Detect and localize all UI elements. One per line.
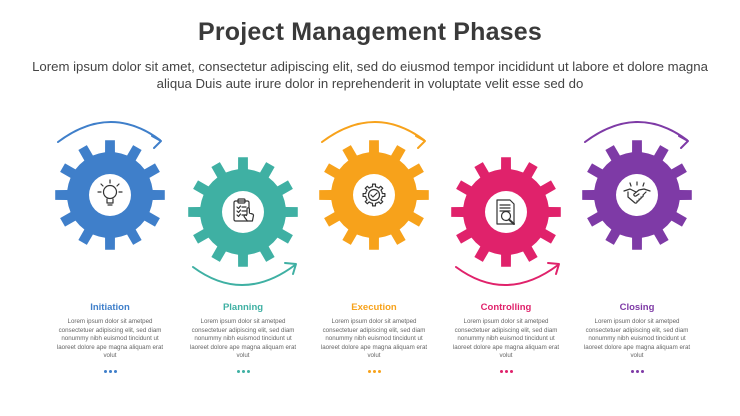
dots-closing — [582, 366, 692, 376]
phase-label-execution: Execution — [351, 302, 397, 313]
gear-check-icon — [362, 183, 386, 207]
phase-label-closing: Closing — [619, 302, 655, 313]
clipboard-checklist-icon — [233, 198, 255, 222]
page-subtitle: Lorem ipsum dolor sit amet, consectetur … — [32, 59, 708, 91]
dots-initiation — [55, 366, 165, 376]
page-title: Project Management Phases — [197, 18, 542, 46]
phase-label-controlling: Controlling — [480, 302, 532, 313]
handshake-icon — [623, 181, 651, 204]
dots-controlling — [451, 366, 561, 376]
flow-arrow-closing — [584, 121, 689, 149]
phase-label-initiation: Initiation — [90, 302, 130, 313]
dots-planning — [188, 366, 298, 376]
phase-description-initiation: Lorem ipsum dolor sit ametped consectetu… — [56, 318, 164, 360]
flow-arrow-execution — [321, 121, 426, 149]
gear-icon-planning — [188, 157, 298, 267]
lightbulb-icon — [97, 179, 123, 206]
phase-description-planning: Lorem ipsum dolor sit ametped consectetu… — [189, 318, 297, 360]
phase-description-closing: Lorem ipsum dolor sit ametped consectetu… — [583, 318, 691, 360]
phase-description-controlling: Lorem ipsum dolor sit ametped consectetu… — [452, 318, 560, 360]
gear-icon-execution — [319, 140, 429, 250]
flow-arrow-initiation — [57, 121, 162, 149]
phase-label-planning: Planning — [222, 302, 264, 313]
phase-description-execution: Lorem ipsum dolor sit ametped consectetu… — [320, 318, 428, 360]
flow-arrow-planning — [192, 262, 297, 286]
document-search-icon — [496, 199, 515, 225]
flow-arrow-controlling — [455, 262, 560, 286]
dots-execution — [319, 366, 429, 376]
gear-icon-initiation — [55, 140, 165, 250]
